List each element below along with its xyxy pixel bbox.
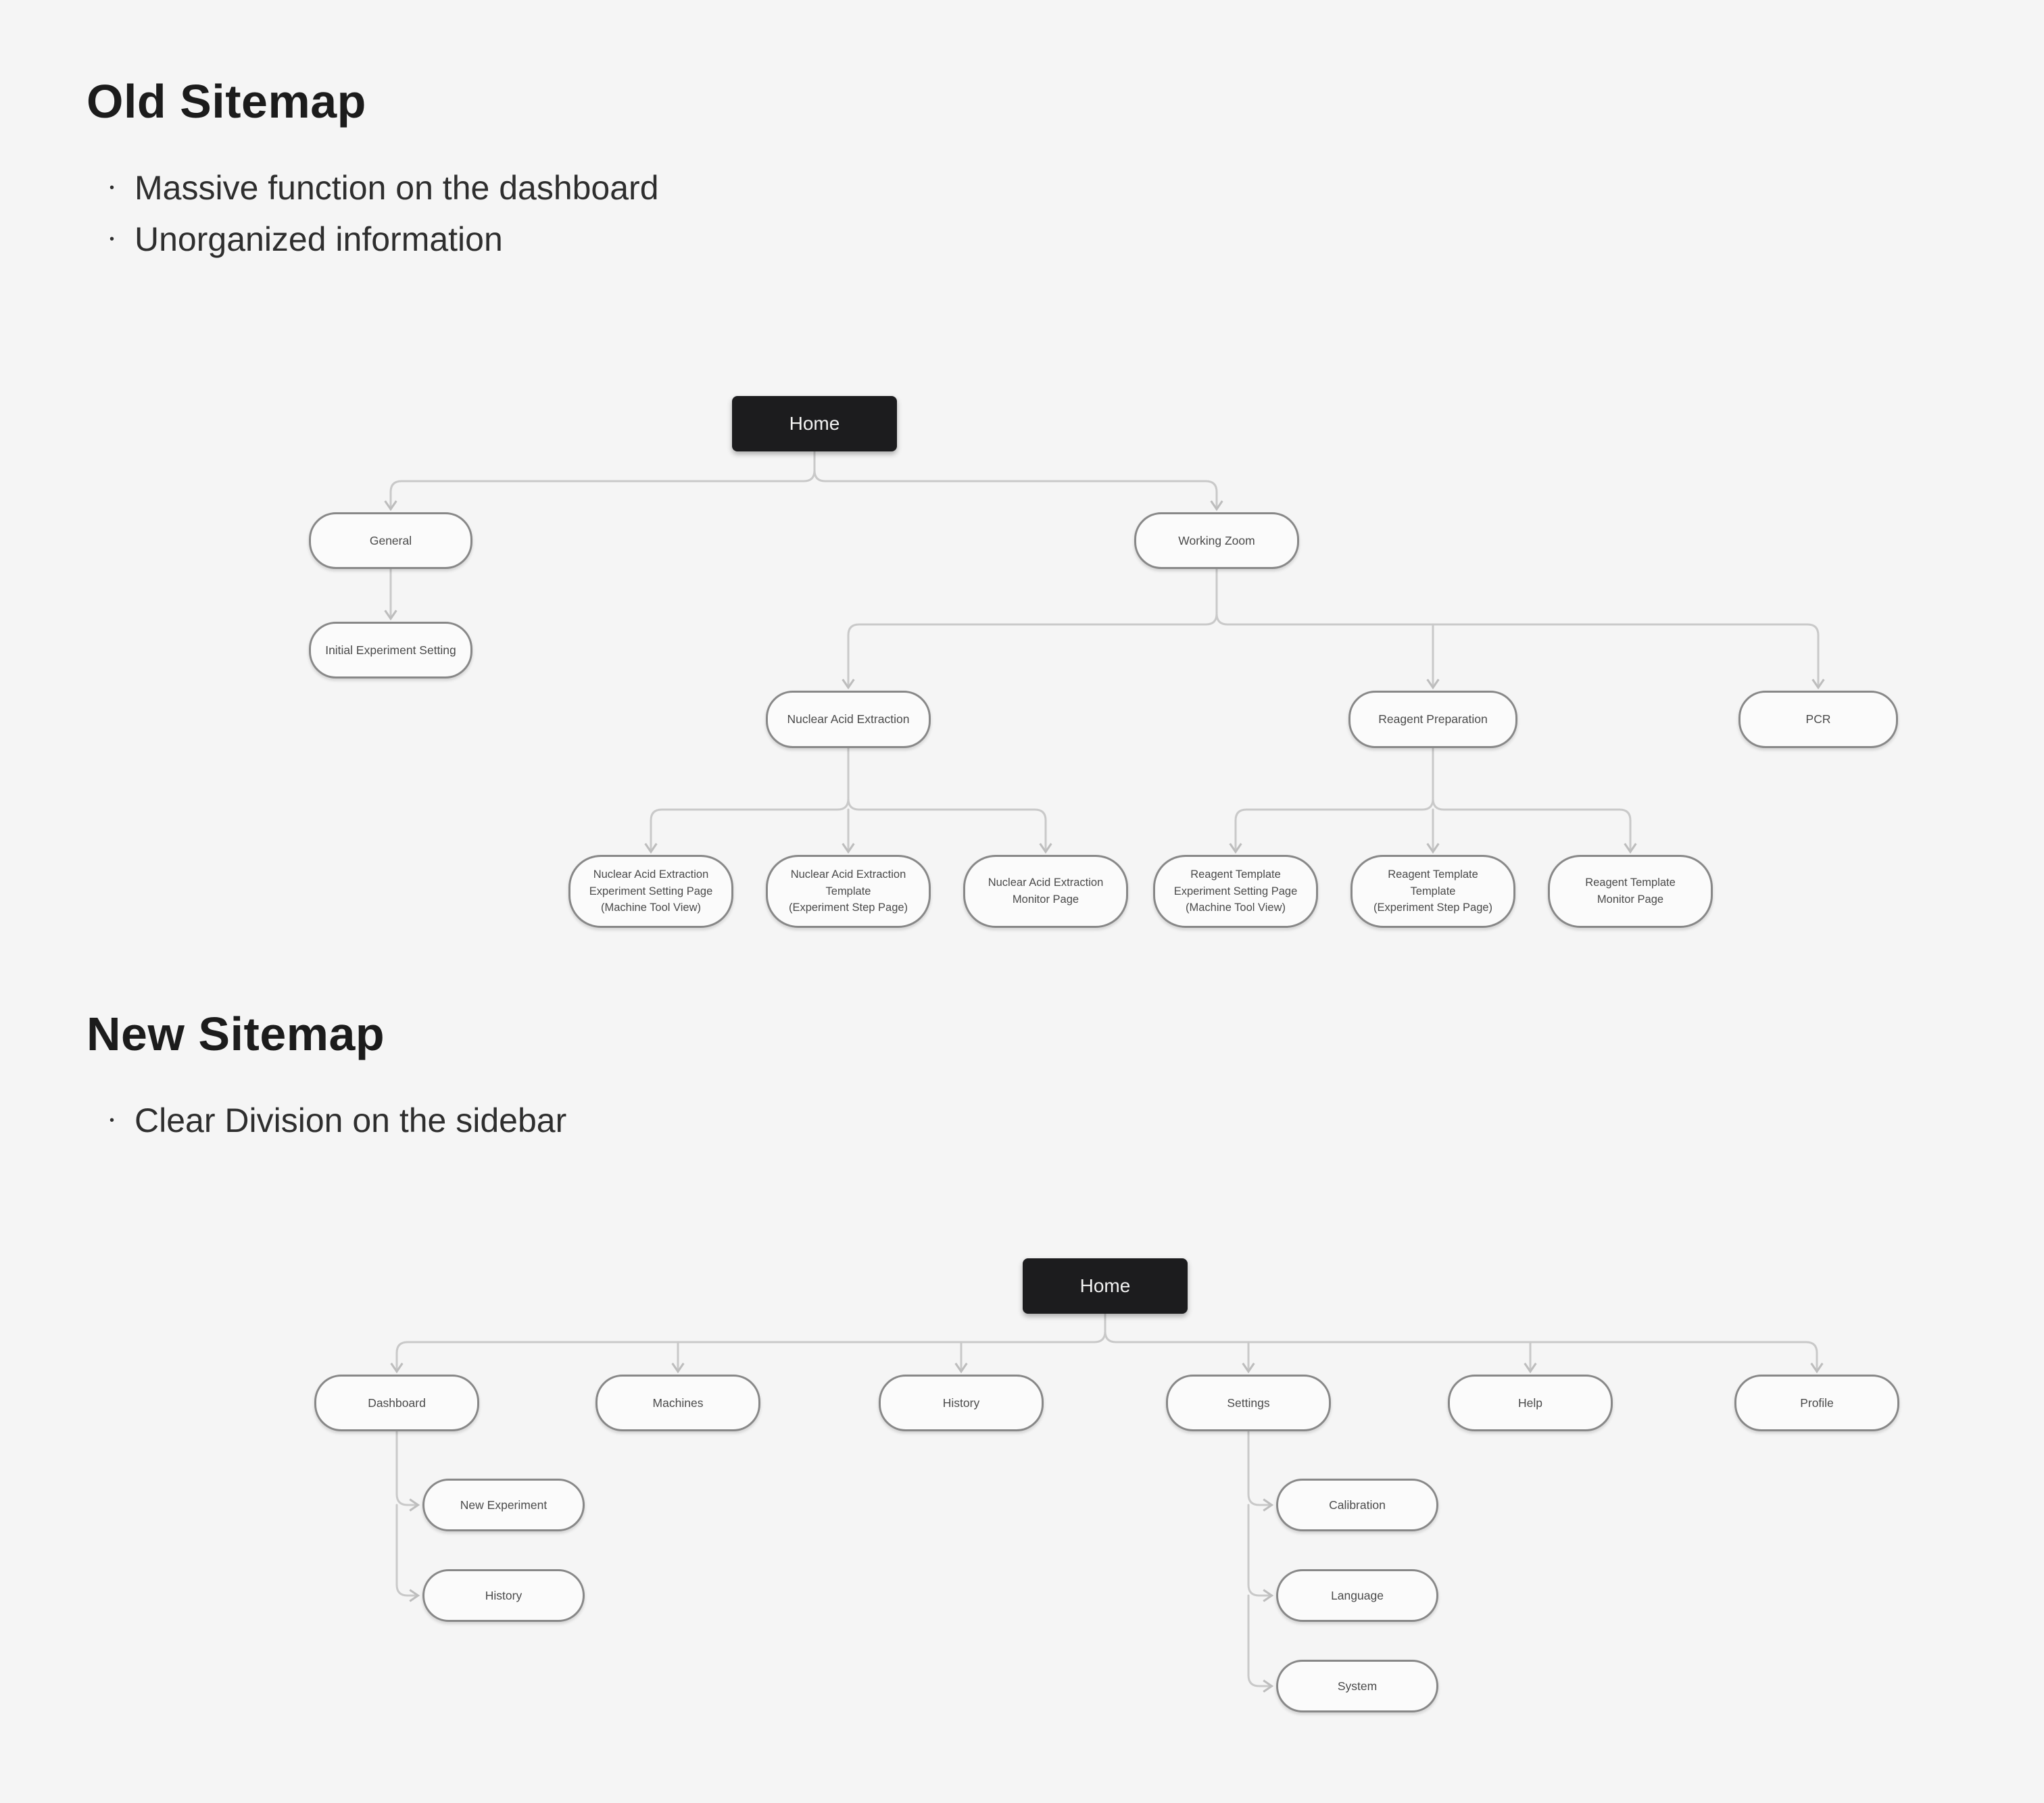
new-sitemap-bullets: Clear Division on the sidebar bbox=[110, 1100, 566, 1141]
connector bbox=[1247, 1594, 1274, 1693]
new-node-new-experiment: New Experiment bbox=[422, 1479, 585, 1531]
connector bbox=[1247, 1430, 1274, 1512]
old-node-nae-template: Nuclear Acid Extraction Template (Experi… bbox=[766, 855, 931, 928]
connector bbox=[1247, 1504, 1274, 1602]
old-sitemap-title: Old Sitemap bbox=[87, 75, 366, 128]
connector bbox=[395, 1504, 420, 1602]
new-node-profile: Profile bbox=[1734, 1375, 1899, 1431]
connector bbox=[1229, 747, 1434, 854]
new-node-machines: Machines bbox=[595, 1375, 760, 1431]
connector bbox=[1215, 612, 1825, 690]
connector bbox=[1432, 797, 1637, 854]
old-node-reagent-template-template: Reagent Template Template (Experiment St… bbox=[1350, 855, 1515, 928]
old-node-nae-experiment-setting-page: Nuclear Acid Extraction Experiment Setti… bbox=[568, 855, 733, 928]
connector bbox=[813, 469, 1223, 512]
new-node-calibration: Calibration bbox=[1276, 1479, 1438, 1531]
new-node-system: System bbox=[1276, 1660, 1438, 1712]
new-node-help: Help bbox=[1448, 1375, 1613, 1431]
new-node-home: Home bbox=[1023, 1258, 1188, 1314]
connector bbox=[390, 1312, 1106, 1374]
old-node-reagent-template-monitor-page: Reagent Template Monitor Page bbox=[1548, 855, 1713, 928]
old-sitemap-bullets: Massive function on the dashboard Unorga… bbox=[110, 168, 659, 260]
connector bbox=[847, 797, 1052, 854]
connector bbox=[395, 1430, 420, 1512]
new-node-settings: Settings bbox=[1166, 1375, 1331, 1431]
connector bbox=[384, 450, 816, 512]
connector bbox=[1104, 1330, 1824, 1374]
new-sitemap-title: New Sitemap bbox=[87, 1008, 385, 1060]
old-node-nae-monitor-page: Nuclear Acid Extraction Monitor Page bbox=[963, 855, 1128, 928]
new-node-language: Language bbox=[1276, 1569, 1438, 1622]
old-node-working-zoom: Working Zoom bbox=[1134, 512, 1299, 569]
bullet-item: Massive function on the dashboard bbox=[110, 168, 659, 208]
new-node-history: History bbox=[879, 1375, 1044, 1431]
old-node-pcr: PCR bbox=[1738, 691, 1898, 748]
old-node-home: Home bbox=[732, 396, 897, 451]
old-node-nuclear-acid-extraction: Nuclear Acid Extraction bbox=[766, 691, 931, 748]
bullet-item: Clear Division on the sidebar bbox=[110, 1100, 566, 1141]
bullet-item: Unorganized information bbox=[110, 219, 659, 260]
old-node-general: General bbox=[309, 512, 472, 569]
new-node-dashboard-history: History bbox=[422, 1569, 585, 1622]
old-node-reagent-preparation: Reagent Preparation bbox=[1348, 691, 1517, 748]
old-node-initial-experiment-setting: Initial Experiment Setting bbox=[309, 622, 472, 678]
new-node-dashboard: Dashboard bbox=[314, 1375, 479, 1431]
old-node-reagent-template-experiment-setting-page: Reagent Template Experiment Setting Page… bbox=[1153, 855, 1318, 928]
connector bbox=[842, 568, 1218, 690]
connector bbox=[644, 747, 850, 854]
